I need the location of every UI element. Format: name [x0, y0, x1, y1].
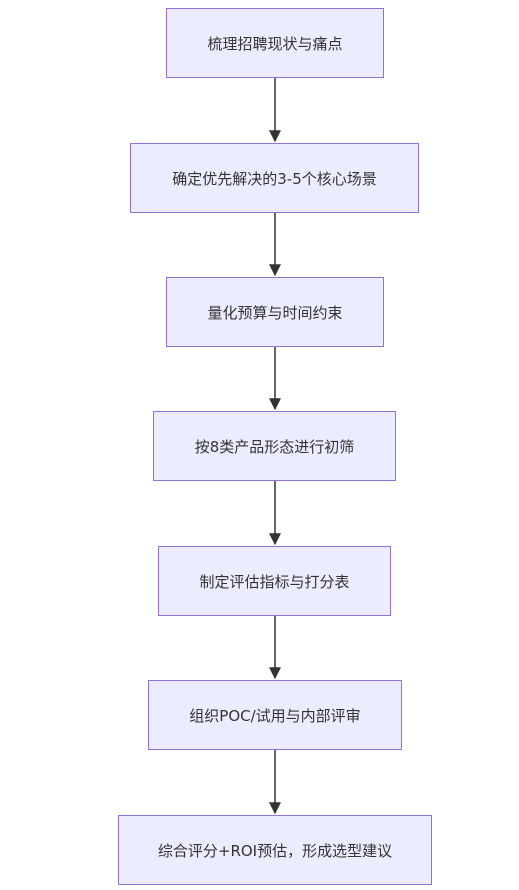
- step-label-7: 综合评分+ROI预估，形成选型建议: [157, 841, 393, 860]
- step-label-1: 梳理招聘现状与痛点: [207, 34, 343, 53]
- step-node-7: 综合评分+ROI预估，形成选型建议: [118, 815, 432, 885]
- step-label-6: 组织POC/试用与内部评审: [189, 706, 361, 725]
- step-node-6: 组织POC/试用与内部评审: [148, 680, 402, 750]
- step-node-2: 确定优先解决的3-5个核心场景: [130, 143, 419, 213]
- step-label-3: 量化预算与时间约束: [207, 303, 343, 322]
- step-node-5: 制定评估指标与打分表: [158, 546, 391, 616]
- step-label-4: 按8类产品形态进行初筛: [194, 437, 355, 456]
- step-node-4: 按8类产品形态进行初筛: [153, 411, 396, 481]
- step-node-3: 量化预算与时间约束: [166, 277, 384, 347]
- step-node-1: 梳理招聘现状与痛点: [166, 8, 384, 78]
- step-label-5: 制定评估指标与打分表: [199, 572, 350, 591]
- step-label-2: 确定优先解决的3-5个核心场景: [172, 169, 377, 188]
